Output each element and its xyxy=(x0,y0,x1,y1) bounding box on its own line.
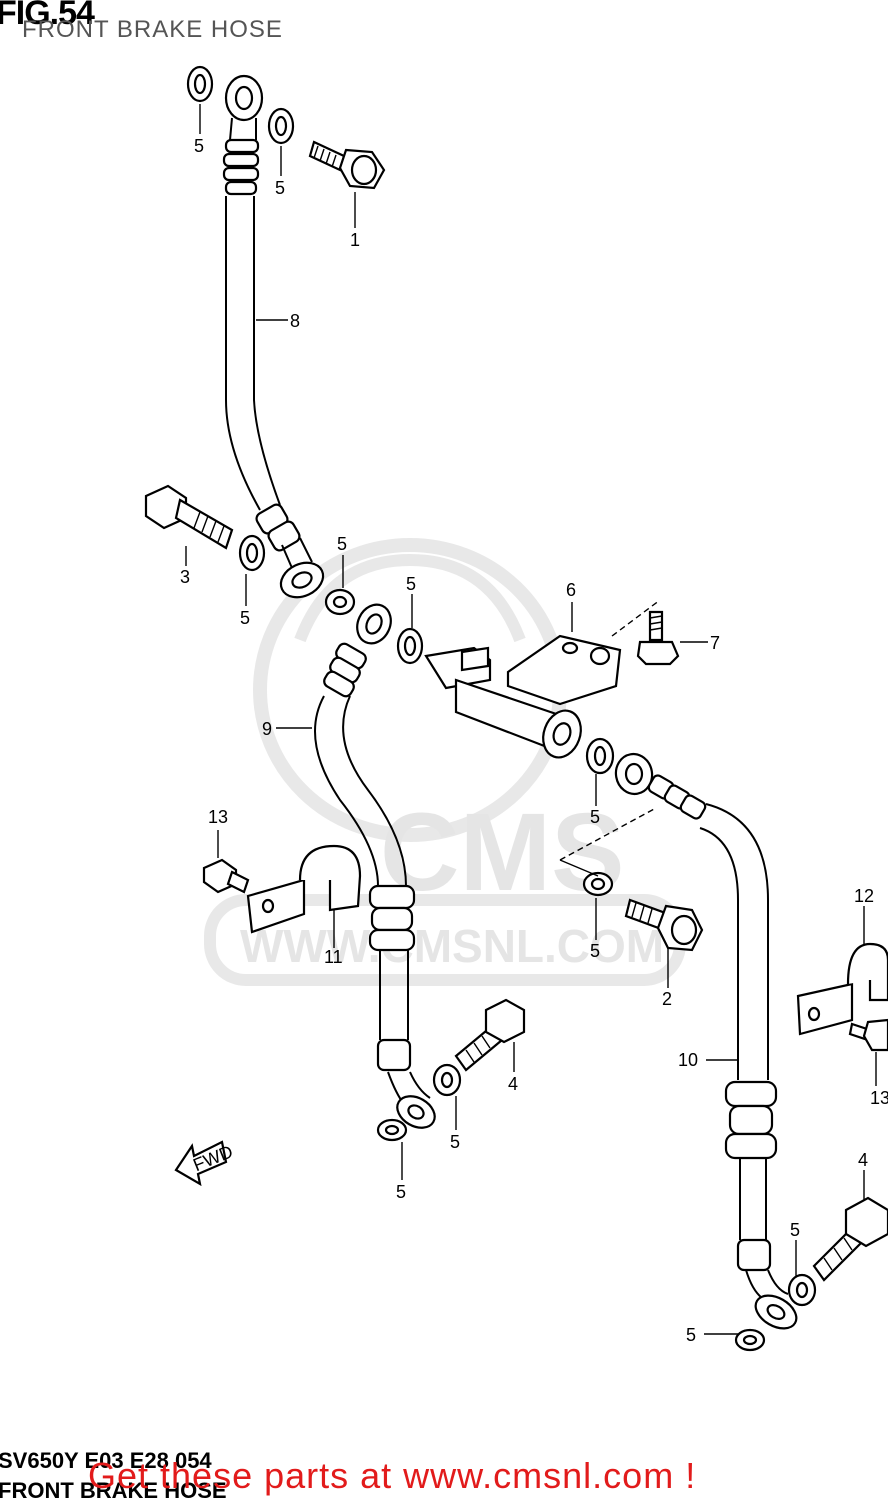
callout-5: 5 xyxy=(406,574,416,594)
callout-5: 5 xyxy=(790,1220,800,1240)
callout-5: 5 xyxy=(686,1325,696,1345)
union-bolt-3 xyxy=(144,484,234,550)
figure-label: FIG.54 xyxy=(0,0,95,32)
callout-11: 11 xyxy=(324,947,343,967)
callout-4: 4 xyxy=(858,1150,868,1170)
callout-2: 2 xyxy=(662,989,672,1009)
callouts: 5 5 1 8 3 5 5 5 6 7 9 5 13 11 5 2 12 10 … xyxy=(180,136,888,1345)
bolt-13-right xyxy=(848,1018,888,1052)
callout-5: 5 xyxy=(337,534,347,554)
figure-subtitle: FRONT BRAKE HOSE xyxy=(22,16,283,43)
callout-7: 7 xyxy=(710,633,720,653)
watermark: CMS WWW.CMSNL.COM xyxy=(204,538,686,986)
callout-1: 1 xyxy=(350,230,360,250)
callout-5: 5 xyxy=(450,1132,460,1152)
callout-10: 10 xyxy=(678,1050,698,1070)
clamp-12 xyxy=(796,942,888,1036)
callout-13: 13 xyxy=(870,1088,888,1108)
promo-link[interactable]: Get these parts at www.cmsnl.com ! xyxy=(88,1455,697,1496)
callout-6: 6 xyxy=(566,580,576,600)
watermark-url: WWW.CMSNL.COM xyxy=(240,920,664,972)
callout-13: 13 xyxy=(208,807,228,827)
hose-9 xyxy=(314,603,436,1129)
callout-5: 5 xyxy=(240,608,250,628)
bolt-13-left xyxy=(202,858,250,894)
union-bolt-1 xyxy=(308,140,386,190)
brake-hose-joint-6 xyxy=(424,634,622,759)
union-bolt-4-right xyxy=(812,1196,888,1282)
union-bolt-2 xyxy=(624,898,704,952)
callout-12: 12 xyxy=(854,886,874,906)
clamp-11 xyxy=(246,844,362,934)
callout-5: 5 xyxy=(396,1182,406,1202)
hose-8 xyxy=(222,74,325,599)
model-code: SV650Y E03 E28 054 xyxy=(0,1448,212,1473)
leader-lines xyxy=(185,104,877,1335)
callout-8: 8 xyxy=(290,311,300,331)
callout-5: 5 xyxy=(590,807,600,827)
callout-5: 5 xyxy=(275,178,285,198)
callout-5: 5 xyxy=(194,136,204,156)
washers xyxy=(186,65,817,1352)
callout-5: 5 xyxy=(590,941,600,961)
fwd-arrow: FWD xyxy=(174,1140,236,1187)
footer-title: FRONT BRAKE HOSE xyxy=(0,1478,227,1503)
watermark-logo: CMS xyxy=(380,791,624,914)
callout-9: 9 xyxy=(262,719,272,739)
union-bolt-4-left xyxy=(454,998,526,1072)
hose-10 xyxy=(614,752,798,1330)
bolt-7 xyxy=(611,599,680,666)
callout-3: 3 xyxy=(180,567,190,587)
callout-4: 4 xyxy=(508,1074,518,1094)
